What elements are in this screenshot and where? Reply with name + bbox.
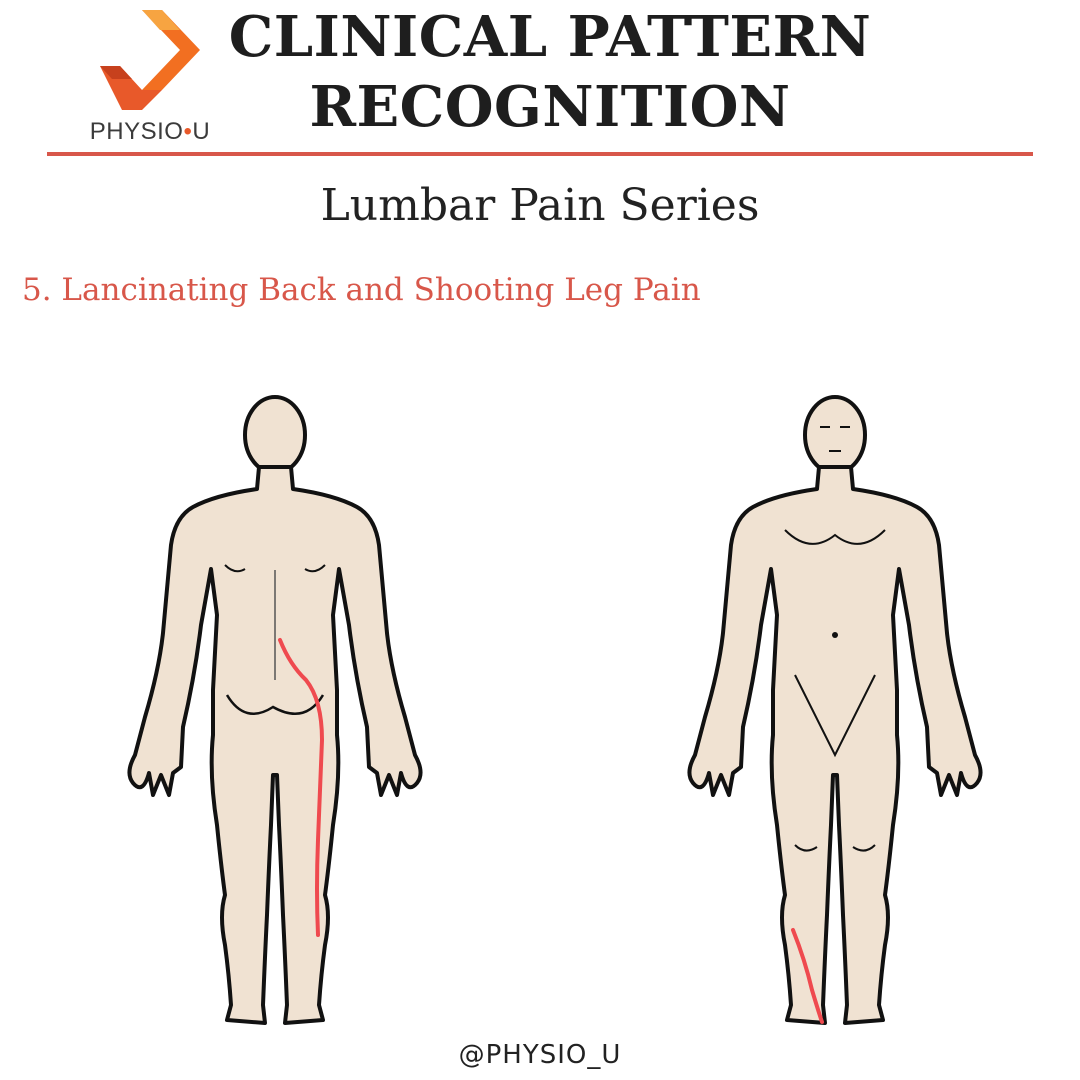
logo-dot: • — [183, 118, 193, 145]
logo-text: PHYSIO•U — [80, 118, 220, 146]
physio-u-chevron-logo-icon — [100, 10, 200, 110]
logo-text-right: U — [192, 118, 211, 145]
anterior-pain-line — [791, 928, 824, 1024]
posterior-body-figure — [127, 395, 423, 1025]
posterior-pain-line — [278, 638, 325, 937]
series-title: Lumbar Pain Series — [320, 180, 760, 231]
header: PHYSIO•U CLINICAL PATTERN RECOGNITION — [0, 0, 1080, 160]
title-line-1: CLINICAL PATTERN — [228, 4, 872, 70]
physio-u-logo: PHYSIO•U — [80, 6, 220, 146]
social-handle: @PHYSIO_U — [458, 1040, 622, 1070]
pattern-title: 5. Lancinating Back and Shooting Leg Pai… — [22, 272, 701, 308]
logo-text-left: PHYSIO — [89, 118, 184, 145]
anterior-body-figure — [687, 395, 983, 1025]
body-diagram — [127, 395, 983, 1025]
title-line-2: RECOGNITION — [309, 74, 791, 140]
page-title: CLINICAL PATTERN RECOGNITION — [225, 2, 875, 142]
header-divider — [47, 152, 1033, 156]
